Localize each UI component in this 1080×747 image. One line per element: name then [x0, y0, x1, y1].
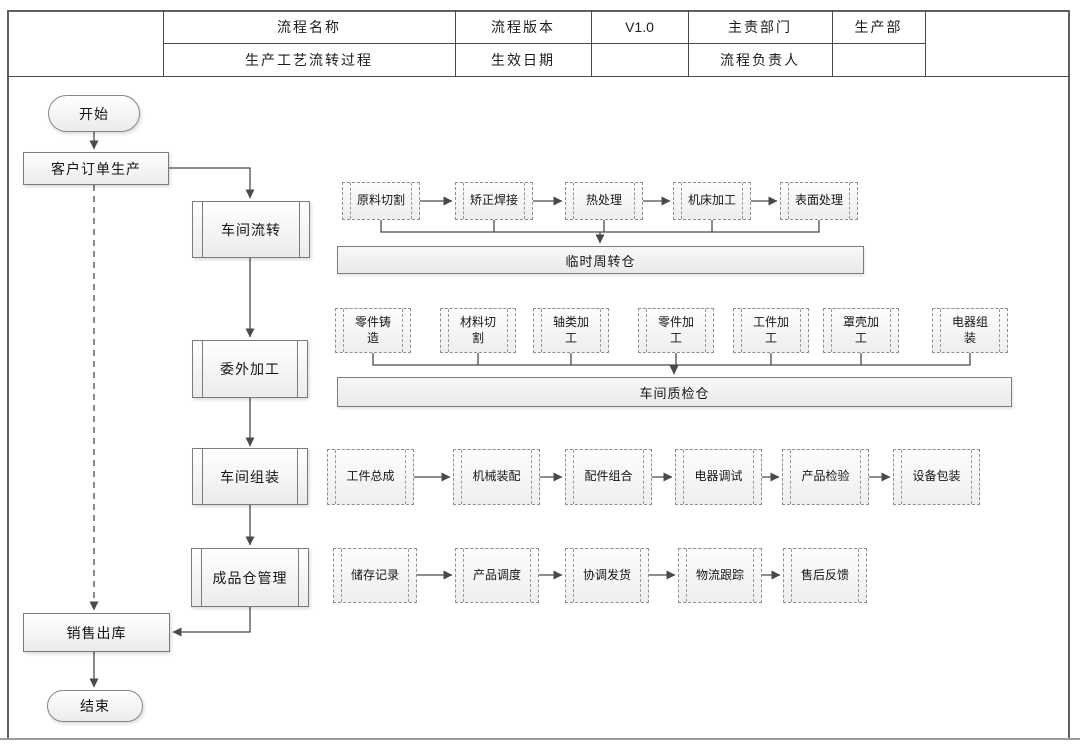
header-row-divider	[163, 43, 925, 44]
flow-step-customer-order: 客户订单生产	[23, 152, 169, 185]
flow-substep-product-scheduling: 产品调度	[455, 548, 539, 603]
page-border	[7, 10, 1070, 738]
header-cell-effective-date-label: 生效日期	[491, 51, 555, 68]
flow-substep-shaft-processing: 轴类加 工	[533, 308, 609, 353]
header-cell-process-name-label: 流程名称	[277, 18, 341, 35]
flow-substep-product-inspection: 产品检验	[782, 449, 869, 505]
header-vline-2	[455, 10, 456, 76]
flow-substep-workpiece-processing: 工件加 工	[733, 308, 809, 353]
flow-substep-logistics-tracking: 物流跟踪	[678, 548, 762, 603]
header-cell-owner-label: 流程负责人	[720, 51, 800, 68]
header-bottom-line	[7, 76, 1070, 77]
header-cell-version-label: 流程版本	[491, 18, 555, 35]
flow-step-workshop-assembly: 车间组装	[192, 448, 308, 505]
connector-finished-warehouse-to-sales-outbound	[172, 607, 251, 637]
flow-step-workshop-flow: 车间流转	[192, 201, 310, 258]
flow-qc-warehouse: 车间质检仓	[337, 377, 1012, 407]
flow-substep-aftersales-feedback: 售后反馈	[783, 548, 867, 603]
flow-substep-electric-assembly: 电器组 装	[932, 308, 1008, 353]
flow-substep-delivery-coordination: 协调发货	[565, 548, 649, 603]
header-cell-dept-value: 生产部	[854, 18, 903, 35]
connector-row2-merge-lines	[372, 353, 971, 366]
flow-substep-part-processing: 零件加 工	[638, 308, 714, 353]
header-cell-effective-date-value	[591, 43, 688, 76]
flow-step-sales-outbound: 销售出库	[23, 613, 170, 652]
header-vline-1	[163, 10, 164, 76]
flow-substep-workpiece-assembly: 工件总成	[327, 449, 414, 505]
connector-row1-merge-lines	[380, 220, 820, 233]
flow-substep-material-cutting: 材料切 割	[440, 308, 516, 353]
connector-customer-order-to-workshop-flow	[169, 167, 255, 199]
header-vline-3	[591, 10, 592, 76]
flow-substep-equipment-packaging: 设备包装	[893, 449, 980, 505]
flow-substep-mechanical-assembly: 机械装配	[453, 449, 540, 505]
header-cell-owner-value	[832, 43, 925, 76]
flow-substep-accessory-combination: 配件组合	[565, 449, 652, 505]
flow-substep-storage-record: 储存记录	[333, 548, 417, 603]
flow-substep-housing-processing: 罩壳加 工	[823, 308, 899, 353]
flow-step-finished-warehouse: 成品仓管理	[191, 548, 309, 607]
flow-end-terminator: 结束	[47, 690, 143, 722]
flow-substep-electrical-debugging: 电器调试	[675, 449, 762, 505]
flow-substep-straighten-welding: 矫正焊接	[455, 182, 533, 220]
header-vline-5	[832, 10, 833, 76]
header-cell-process-name-value: 生产工艺流转过程	[245, 51, 373, 68]
flow-substep-heat-treatment: 热处理	[565, 182, 643, 220]
header-vline-4	[688, 10, 689, 76]
flow-start-terminator: 开始	[48, 95, 140, 132]
flow-temp-warehouse: 临时周转仓	[337, 246, 864, 274]
flow-substep-raw-cutting: 原料切割	[342, 182, 420, 220]
flow-substep-part-casting: 零件铸 造	[335, 308, 411, 353]
flow-substep-surface-treatment: 表面处理	[780, 182, 858, 220]
header-vline-6	[925, 10, 926, 76]
flow-step-outsourcing: 委外加工	[192, 340, 308, 398]
flow-substep-machine-processing: 机床加工	[673, 182, 751, 220]
page-bottom-line	[0, 738, 1080, 740]
header-cell-dept-label: 主责部门	[728, 18, 792, 35]
header-cell-version-value: V1.0	[625, 18, 654, 35]
